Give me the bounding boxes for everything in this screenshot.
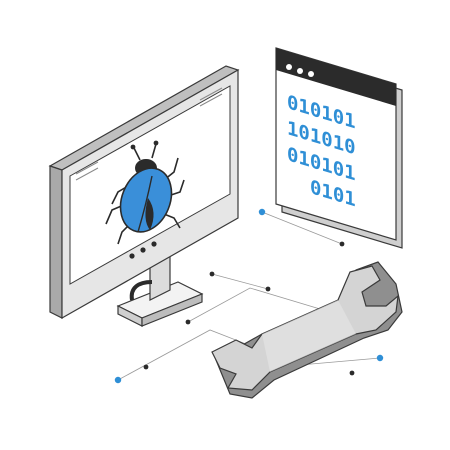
monitor-button-dot xyxy=(151,241,157,247)
connector-dot-dark xyxy=(185,319,191,325)
connector-dot-blue xyxy=(258,208,266,216)
window-dot-icon xyxy=(308,71,314,77)
connector-dot-dark xyxy=(209,271,215,277)
screen-decor-line xyxy=(199,87,223,101)
connector-dots xyxy=(114,208,384,384)
connector-dot-dark xyxy=(339,241,345,247)
screen-decor-line xyxy=(75,167,99,181)
connector-dot-dark xyxy=(265,286,271,292)
window-dot-icon xyxy=(286,64,292,70)
connector-dot-dark xyxy=(143,364,149,370)
screen-decor-line xyxy=(199,93,223,107)
wrench-icon xyxy=(211,261,403,399)
bug-icon xyxy=(105,140,185,245)
window-dot-icon xyxy=(297,68,303,74)
browser-window-icon: 010101 101010 010101 0101 xyxy=(275,47,403,249)
connector-dot-blue xyxy=(114,376,122,384)
connector-dot-blue xyxy=(376,354,384,362)
monitor-button-dot xyxy=(140,247,146,253)
connector-dot-dark xyxy=(349,370,355,376)
monitor-button-dot xyxy=(129,253,135,259)
screen-decor-line xyxy=(75,161,99,175)
